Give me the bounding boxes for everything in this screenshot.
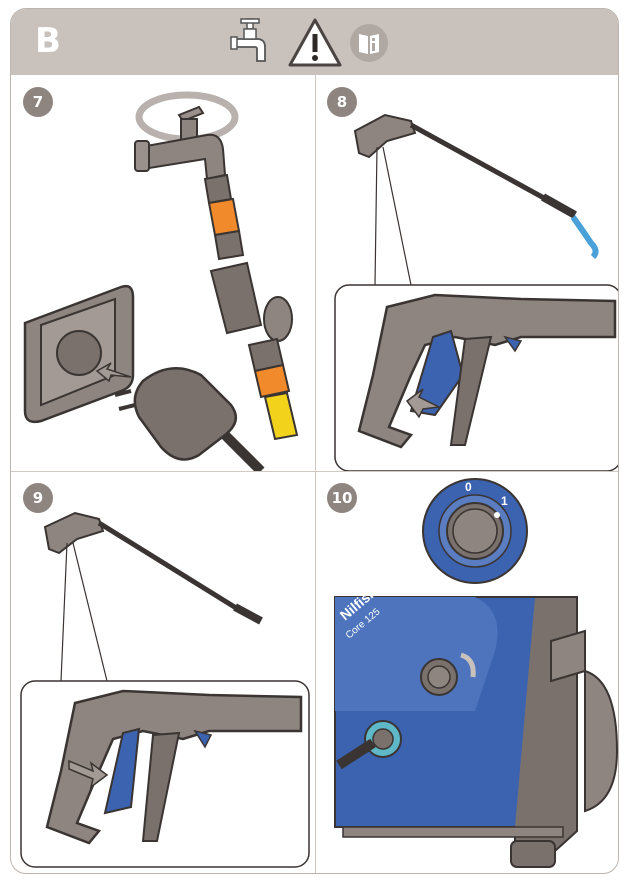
- read-manual-icon: [350, 24, 388, 62]
- section-letter: B: [35, 21, 61, 61]
- warning-triangle-icon: [288, 18, 342, 67]
- water-tap-icon: [230, 18, 266, 62]
- step-badge-7: 7: [23, 87, 53, 117]
- section-header: B: [11, 9, 618, 75]
- switch-on-label: 1: [501, 494, 508, 508]
- switch-off-label: 0: [465, 480, 472, 494]
- step-badge-9: 9: [23, 483, 53, 513]
- step-badge-8: 8: [327, 87, 357, 117]
- instruction-page: B 7: [10, 8, 619, 874]
- panel-divider-vertical: [315, 75, 316, 873]
- step-10-illustration: 0 1 Nilfisk Core 125: [334, 478, 618, 868]
- step-8-illustration: [334, 113, 618, 471]
- panel-divider-horizontal: [11, 471, 618, 472]
- step-7-illustration: [23, 91, 299, 471]
- step-9-illustration: [20, 511, 310, 868]
- step-badge-10: 10: [327, 483, 357, 513]
